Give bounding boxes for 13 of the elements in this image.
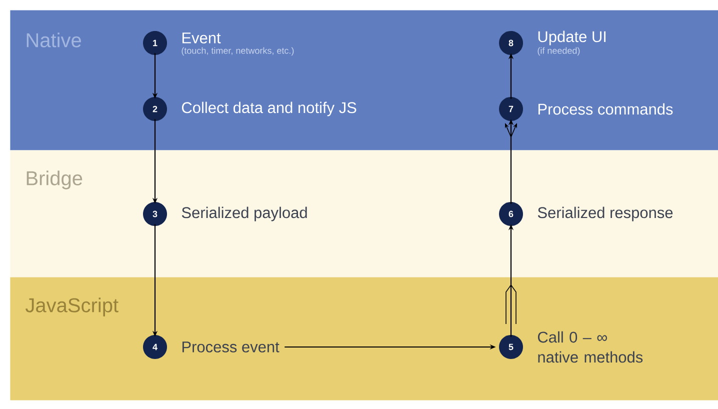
step-label: Call 0 – ∞ native methods xyxy=(538,331,643,363)
layer-label: Native xyxy=(26,32,81,48)
step-label: Event xyxy=(182,32,221,44)
step-note: (touch, timer, networks, etc.) xyxy=(182,47,294,56)
step-label: Process commands xyxy=(538,103,673,115)
step-label: Collect data and notify JS xyxy=(182,102,356,116)
step-note: (if needed) xyxy=(538,47,580,56)
layer-label: Bridge xyxy=(26,170,82,190)
layer-label: JavaScript xyxy=(26,298,118,316)
step-label: Serialized response xyxy=(538,206,673,222)
step-label: Update UI xyxy=(538,30,606,46)
step-label: Serialized payload xyxy=(182,206,307,222)
step-label: Process event xyxy=(182,342,280,352)
